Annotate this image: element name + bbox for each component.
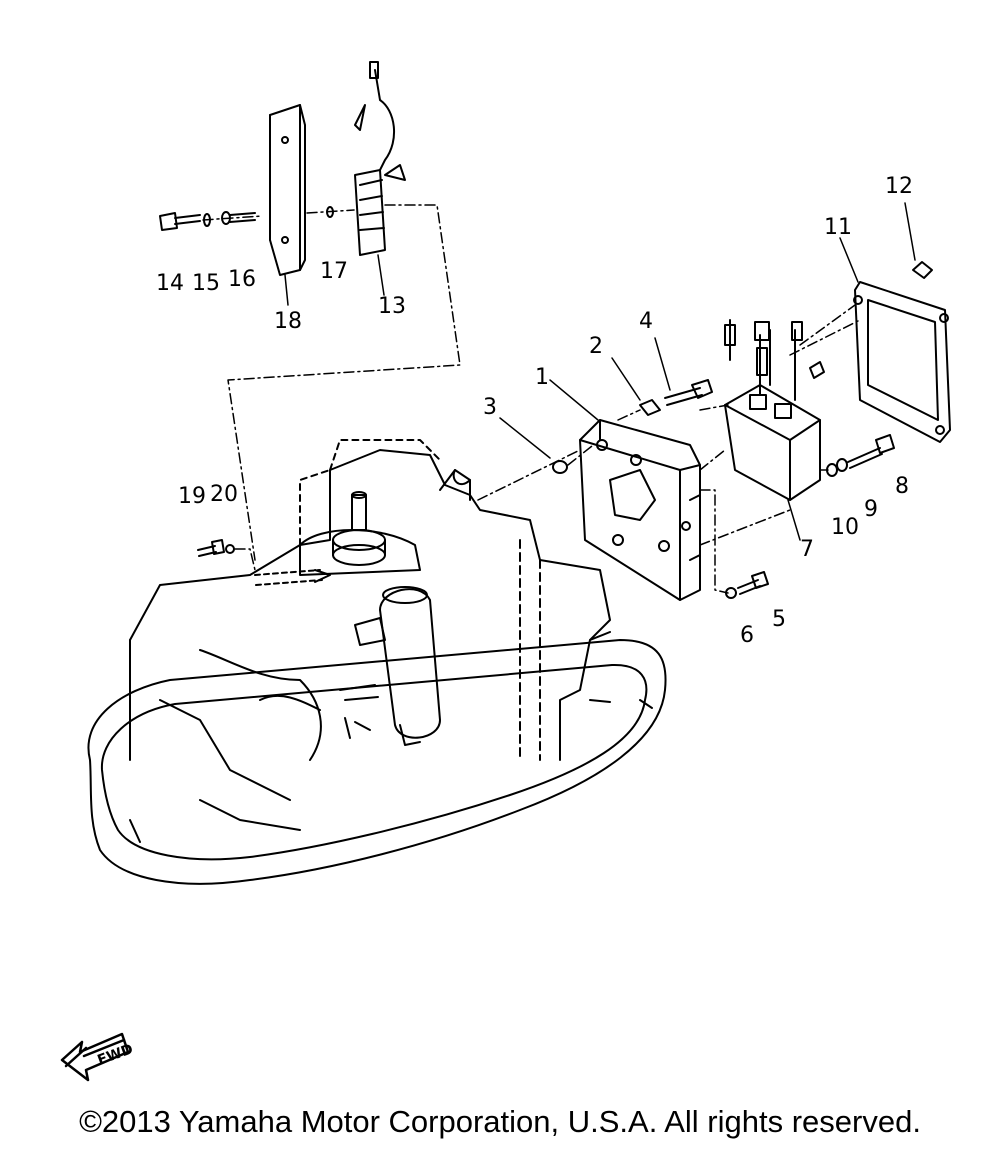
crankshaft-top bbox=[299, 491, 421, 576]
starter-motor bbox=[354, 586, 441, 746]
part-label-8: 8 bbox=[895, 474, 909, 499]
part-label-19: 19 bbox=[178, 484, 206, 509]
part-label-13: 13 bbox=[378, 294, 406, 319]
part-label-9: 9 bbox=[864, 497, 878, 522]
copyright-notice: ©2013 Yamaha Motor Corporation, U.S.A. A… bbox=[79, 1104, 921, 1139]
part-label-4: 4 bbox=[639, 309, 653, 334]
part-label-15: 15 bbox=[192, 271, 220, 296]
cdi-unit bbox=[724, 319, 821, 501]
part-label-10: 10 bbox=[831, 515, 859, 540]
leader-lines bbox=[202, 204, 861, 594]
label-leaders bbox=[284, 202, 916, 541]
part-label-2: 2 bbox=[589, 334, 603, 359]
fasteners bbox=[197, 261, 933, 599]
part-label-18: 18 bbox=[274, 309, 302, 334]
cover-gasket bbox=[853, 281, 951, 443]
part-label-1: 1 bbox=[535, 365, 549, 390]
rectifier-group bbox=[159, 61, 406, 276]
part-label-3: 3 bbox=[483, 395, 497, 420]
fwd-arrow-icon bbox=[60, 1032, 130, 1082]
wire-clip-note bbox=[344, 717, 371, 739]
part-label-12: 12 bbox=[885, 174, 913, 199]
bottom-cowling bbox=[87, 639, 667, 885]
mounting-bracket bbox=[579, 419, 701, 601]
part-label-14: 14 bbox=[156, 271, 184, 296]
part-label-11: 11 bbox=[824, 215, 852, 240]
part-label-5: 5 bbox=[772, 607, 786, 632]
part-label-17: 17 bbox=[320, 259, 348, 284]
part-label-6: 6 bbox=[740, 623, 754, 648]
part-label-16: 16 bbox=[228, 267, 256, 292]
hoses bbox=[254, 569, 611, 703]
part-label-20: 20 bbox=[210, 482, 238, 507]
part-label-7: 7 bbox=[800, 537, 814, 562]
